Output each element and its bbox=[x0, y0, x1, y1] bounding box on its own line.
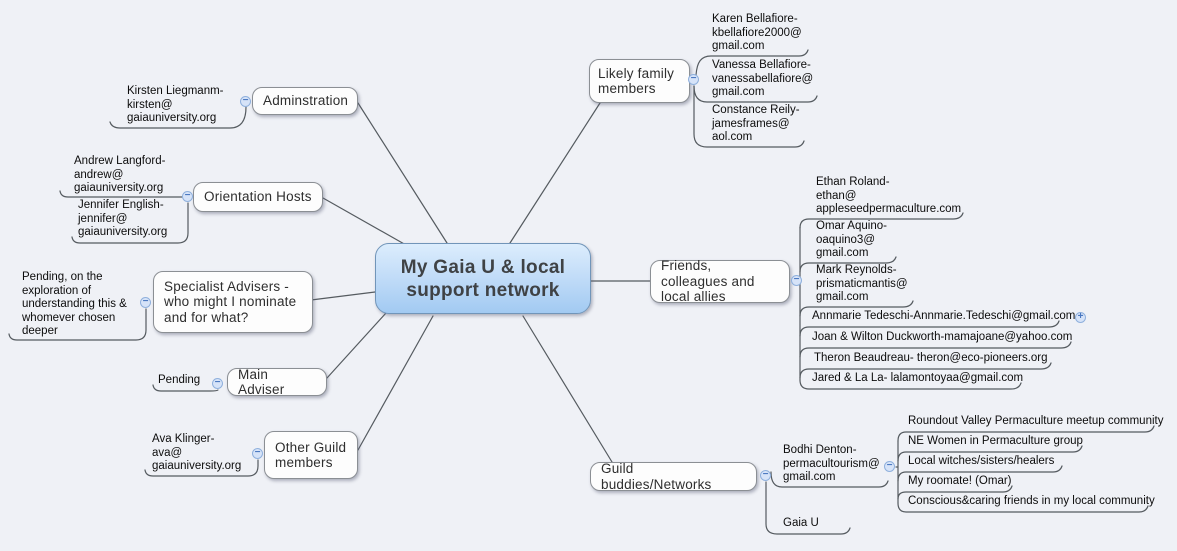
node-orientation-hosts[interactable]: Orientation Hosts bbox=[193, 182, 323, 212]
leaf-omar[interactable]: Omar Aquino- oaquino3@ gmail.com bbox=[816, 220, 887, 259]
connector-line bbox=[357, 315, 434, 451]
connector-line bbox=[310, 291, 376, 301]
leaf-theron[interactable]: Theron Beaudreau- theron@eco-pioneers.or… bbox=[814, 352, 1048, 364]
node-administration[interactable]: Adminstration bbox=[252, 87, 358, 115]
connector-line bbox=[897, 445, 1083, 462]
connector-line bbox=[799, 379, 1022, 390]
leaf-karen[interactable]: Karen Bellafiore- kbellafiore2000@ gmail… bbox=[712, 13, 802, 52]
node-label: Guild buddies/Networks bbox=[601, 461, 712, 492]
connector-line bbox=[897, 502, 1149, 513]
leaf-main-pending[interactable]: Pending bbox=[158, 374, 201, 386]
node-label: Other Guild members bbox=[275, 439, 347, 471]
collapse-icon[interactable]: − bbox=[212, 378, 223, 389]
connector-line bbox=[799, 256, 897, 273]
connector-line bbox=[152, 384, 219, 392]
leaf-constance[interactable]: Constance Reily- jamesframes@ aol.com bbox=[712, 104, 800, 143]
connector-line bbox=[109, 106, 247, 129]
leaf-annmarie[interactable]: Annmarie Tedeschi-Annmarie.Tedeschi@gmai… bbox=[812, 310, 1076, 322]
leaf-local-witches[interactable]: Local witches/sisters/healers bbox=[908, 455, 1055, 467]
root-node[interactable]: My Gaia U & local support network bbox=[375, 243, 591, 314]
connector-line bbox=[522, 315, 613, 463]
connector-line bbox=[326, 312, 387, 379]
node-label: Likely family members bbox=[598, 65, 675, 97]
collapse-icon[interactable]: − bbox=[252, 448, 263, 459]
connector-line bbox=[144, 459, 259, 477]
leaf-ethan[interactable]: Ethan Roland- ethan@ appleseedpermacultu… bbox=[816, 176, 962, 215]
collapse-icon[interactable]: − bbox=[140, 297, 151, 308]
connector-line bbox=[71, 202, 189, 244]
leaf-conscious-friends[interactable]: Conscious&caring friends in my local com… bbox=[908, 495, 1155, 507]
connector-line bbox=[322, 197, 407, 246]
leaf-ne-women[interactable]: NE Women in Permaculture group bbox=[908, 435, 1083, 447]
connector-line bbox=[765, 481, 851, 535]
collapse-icon[interactable]: − bbox=[688, 74, 699, 85]
leaf-specialist-pending-note[interactable]: Pending, on the exploration of understan… bbox=[22, 271, 127, 337]
connector-line bbox=[693, 85, 818, 103]
leaf-bodhi[interactable]: Bodhi Denton- permacultourism@ gmail.com bbox=[783, 444, 880, 483]
leaf-ava[interactable]: Ava Klinger- ava@ gaiauniversity.org bbox=[152, 433, 242, 472]
collapse-icon[interactable]: − bbox=[240, 96, 251, 107]
connector-line bbox=[770, 471, 889, 488]
collapse-icon[interactable]: − bbox=[884, 461, 895, 472]
collapse-icon[interactable]: − bbox=[182, 191, 193, 202]
connector-line bbox=[897, 465, 1063, 482]
leaf-vanessa[interactable]: Vanessa Bellafiore- vanessabellafiore@ g… bbox=[712, 59, 814, 98]
node-label: Orientation Hosts bbox=[204, 189, 312, 205]
leaf-gaia-u[interactable]: Gaia U bbox=[783, 517, 819, 529]
connector-line bbox=[897, 425, 1155, 442]
node-label: Main Adviser bbox=[238, 366, 285, 398]
leaf-kirsten[interactable]: Kirsten Liegmanm- kirsten@ gaiauniversit… bbox=[127, 85, 224, 124]
node-specialist-advisers[interactable]: Specialist Advisers - who might I nomina… bbox=[153, 271, 313, 333]
connector-line bbox=[8, 308, 147, 341]
leaf-mark[interactable]: Mark Reynolds- prismaticmantis@ gmail.co… bbox=[816, 264, 908, 303]
node-other-guild-members[interactable]: Other Guild members bbox=[264, 431, 358, 479]
connector-line bbox=[799, 300, 914, 317]
node-label: Friends, colleagues and local allies bbox=[661, 258, 755, 305]
node-guild-buddies[interactable]: Guild buddies/Networks bbox=[590, 461, 757, 492]
connector-line bbox=[897, 485, 1013, 500]
leaf-roundout-valley[interactable]: Roundout Valley Permaculture meetup comm… bbox=[908, 415, 1164, 427]
leaf-roomate[interactable]: My roomate! (Omar) bbox=[908, 475, 1012, 487]
leaf-jennifer[interactable]: Jennifer English- jennifer@ gaiauniversi… bbox=[78, 199, 168, 238]
connector-line bbox=[693, 85, 805, 148]
connector-line bbox=[799, 320, 1060, 337]
leaf-andrew[interactable]: Andrew Langford- andrew@ gaiauniversity.… bbox=[74, 155, 166, 194]
connector-line bbox=[695, 49, 809, 76]
leaf-jared[interactable]: Jared & La La- lalamontoyaa@gmail.com bbox=[812, 372, 1024, 384]
node-label: Adminstration bbox=[263, 93, 349, 109]
leaf-joan[interactable]: Joan & Wilton Duckworth-mamajoane@yahoo.… bbox=[812, 331, 1073, 343]
node-likely-family-members[interactable]: Likely family members bbox=[589, 59, 690, 103]
node-friends-colleagues[interactable]: Friends, colleagues and local allies bbox=[650, 258, 790, 305]
collapse-icon[interactable]: − bbox=[760, 470, 771, 481]
expand-icon[interactable]: + bbox=[1075, 312, 1086, 323]
root-node-label: My Gaia U & local support network bbox=[400, 256, 566, 301]
connector-line bbox=[509, 102, 601, 244]
connector-line bbox=[357, 102, 448, 244]
node-label: Specialist Advisers - who might I nomina… bbox=[164, 278, 297, 325]
collapse-icon[interactable]: − bbox=[791, 275, 802, 286]
connector-line bbox=[799, 362, 1052, 379]
node-main-adviser[interactable]: Main Adviser bbox=[227, 366, 327, 398]
connector-line bbox=[59, 190, 183, 198]
connector-line bbox=[799, 212, 964, 229]
connector-line bbox=[799, 341, 1072, 358]
